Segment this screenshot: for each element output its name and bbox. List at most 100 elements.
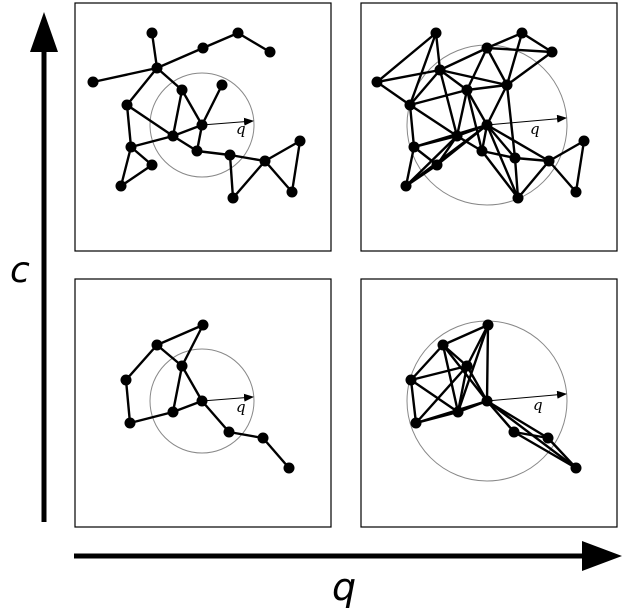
- network-node: [451, 130, 463, 142]
- network-edge: [485, 399, 516, 434]
- network-node: [481, 42, 493, 54]
- network-node: [294, 135, 306, 147]
- network-node: [546, 46, 558, 58]
- network-node: [461, 84, 473, 96]
- network-edge: [155, 323, 205, 347]
- network-node: [371, 76, 383, 88]
- network-node: [224, 149, 236, 161]
- network-node: [461, 360, 473, 372]
- network-edge: [520, 31, 554, 54]
- network-edge: [434, 31, 442, 72]
- radius-label: q: [236, 120, 246, 138]
- network-edge: [438, 68, 469, 92]
- network-edge: [375, 80, 412, 107]
- network-edge: [485, 31, 524, 50]
- network-edge: [263, 139, 302, 163]
- network-node: [87, 76, 99, 88]
- network-edge: [91, 66, 159, 84]
- network-edge: [455, 88, 469, 138]
- panel-high-c-low-q: q: [74, 2, 332, 252]
- network-node: [516, 27, 528, 39]
- network-node: [151, 339, 163, 351]
- network-edge: [129, 134, 175, 149]
- network-node: [257, 432, 269, 444]
- network-edge: [438, 68, 509, 87]
- network-edge: [505, 50, 554, 87]
- network-edge: [516, 159, 551, 200]
- network-edge: [231, 159, 267, 200]
- network-edge: [404, 134, 459, 188]
- network-node: [216, 79, 228, 91]
- network-edge: [125, 103, 175, 138]
- network-node: [120, 374, 132, 386]
- x-axis-arrowhead: [582, 541, 622, 571]
- network-edge: [375, 68, 442, 84]
- network-node: [286, 186, 298, 198]
- network-edge: [505, 31, 524, 87]
- network-edge: [124, 378, 132, 425]
- network-edge: [228, 153, 267, 163]
- network-node: [227, 192, 239, 204]
- x-axis-title: q: [332, 565, 356, 609]
- network-edge: [150, 31, 159, 70]
- network-node: [196, 119, 208, 131]
- network-edge: [261, 436, 291, 470]
- network-node: [408, 141, 420, 153]
- network-node: [197, 319, 209, 331]
- network-edge: [465, 46, 489, 92]
- network-edge: [480, 149, 520, 200]
- network-edge: [227, 430, 265, 440]
- network-edge: [513, 156, 551, 163]
- network-node: [542, 432, 554, 444]
- radius-arrow: [486, 114, 567, 126]
- network-edge: [412, 123, 489, 149]
- network-node: [509, 152, 521, 164]
- network-edge: [236, 31, 272, 54]
- radius-arrow: [201, 117, 254, 126]
- network-edge: [485, 83, 509, 127]
- network-edge: [438, 68, 459, 138]
- network-node: [176, 360, 188, 372]
- network-edge: [441, 323, 490, 347]
- network-edge: [513, 156, 520, 200]
- network-node: [578, 135, 590, 147]
- network-edge: [155, 46, 205, 70]
- network-edge: [404, 123, 489, 188]
- network-edge: [465, 83, 509, 92]
- network-edge: [441, 343, 489, 403]
- network-edge: [409, 378, 460, 414]
- panel-low-c-low-q: q: [74, 278, 332, 528]
- network-node: [223, 426, 235, 438]
- network-edge: [408, 31, 438, 107]
- network-edge: [414, 399, 489, 425]
- panel-low-c-high-q: q: [360, 278, 618, 528]
- radius-label: q: [530, 120, 540, 138]
- network-node: [437, 339, 449, 351]
- network-edge: [263, 159, 294, 194]
- network-edge: [155, 66, 184, 92]
- network-edge: [119, 145, 133, 188]
- network-edge: [485, 46, 554, 54]
- network-node: [570, 186, 582, 198]
- network-edge: [485, 399, 578, 470]
- network-edge: [201, 31, 240, 50]
- network-edge: [128, 410, 175, 425]
- network-node: [452, 406, 464, 418]
- network-node: [512, 192, 524, 204]
- network-edge: [171, 88, 184, 138]
- network-edge: [438, 46, 489, 72]
- network-node: [259, 155, 271, 167]
- network-edge: [124, 343, 159, 382]
- network-edge: [414, 364, 469, 425]
- network-node: [508, 426, 520, 438]
- network-edge: [485, 46, 509, 87]
- network-node: [121, 99, 133, 111]
- network-edge: [465, 88, 489, 127]
- network-node: [482, 319, 494, 331]
- network-node: [264, 46, 276, 58]
- network-edge: [195, 149, 232, 157]
- network-edge: [547, 139, 586, 163]
- network-edge: [456, 323, 490, 414]
- interaction-radius-circle: [149, 348, 255, 454]
- network-edge: [409, 364, 469, 382]
